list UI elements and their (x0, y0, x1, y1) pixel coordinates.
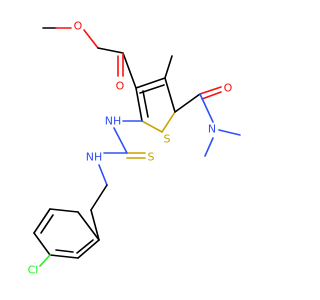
bond-ring-c2-c3 (135, 87, 143, 122)
bond-ester-ether-o-right (83, 29, 99, 49)
bond-ester-carbonyl-c (97, 47, 124, 54)
bond-ph-c6-c1 (77, 211, 100, 241)
bond-amide-c-eq-o-1 (199, 86, 222, 95)
bonds (33, 27, 241, 267)
atom-o-ester-carbonyl: O (116, 80, 125, 93)
atom-nh-thiourea-2: NH (86, 151, 103, 164)
bond-ph-cl (39, 254, 51, 267)
atom-s-thiophene: S (164, 133, 171, 146)
bond-ph-c4-c5 (33, 208, 51, 234)
bond-amide-c-eq-o-2 (201, 91, 222, 100)
bond-ring-c4-c5 (164, 77, 176, 113)
bond-ring-c5-s (161, 111, 176, 133)
atom-o-ester-ether: O (74, 20, 83, 33)
bond-ring-c3-c4 (135, 77, 166, 89)
bond-ring-c3-c4-inner (139, 84, 165, 94)
bond-ring-s-c2 (141, 120, 163, 133)
atom-o-amide: O (224, 82, 233, 95)
bond-ester-c-to-ring (122, 52, 137, 89)
bond-ph-inner-2 (40, 214, 54, 234)
atom-nh-thiourea-1: NH (105, 115, 122, 128)
bond-c5-amide-c (174, 93, 201, 113)
molecule-structure: O O S O N NH S NH Cl (28, 20, 241, 277)
atom-cl: Cl (28, 264, 39, 277)
bond-ch2-ch2 (90, 184, 108, 211)
bond-ph-c5-c6 (49, 208, 79, 213)
bond-ph-c1-c2 (77, 239, 100, 259)
bond-n-methyl-down (204, 137, 214, 157)
bond-ph-inner-1 (76, 239, 94, 254)
bond-ring-methyl (164, 55, 173, 79)
atom-labels: O O S O N NH S NH Cl (28, 20, 233, 277)
bond-n-methyl-right (218, 129, 241, 136)
bond-amide-c-n (199, 93, 214, 123)
bond-ph-inner-3 (55, 249, 74, 253)
bond-nh-thio-c (113, 127, 128, 154)
bond-ph-c3-c4 (33, 232, 51, 256)
atom-n-amide: N (208, 123, 216, 136)
bond-ring-c2-c3-inner (142, 90, 149, 118)
atom-s-thiocarbonyl: S (148, 151, 155, 164)
bond-ph-c2-c3 (49, 254, 79, 259)
bond-ch2-phenyl (90, 209, 100, 241)
bond-nh2-ch2 (98, 164, 108, 186)
